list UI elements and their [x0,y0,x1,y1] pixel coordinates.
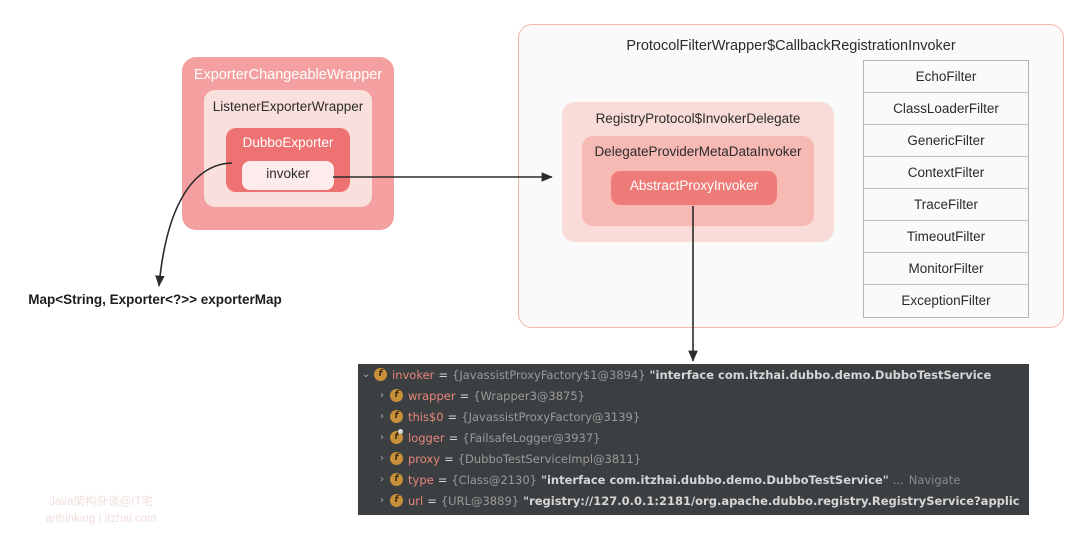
filter-item: ContextFilter [864,157,1028,189]
field-value: {Wrapper3@3875} [473,388,585,403]
field-name: type [408,472,434,487]
filter-item: TraceFilter [864,189,1028,221]
field-value: {JavassistProxyFactory@3139} [461,409,641,424]
chevron-right-icon[interactable]: › [380,473,384,485]
field-name: logger [408,430,445,445]
dubbo-exporter-label: DubboExporter [242,135,334,150]
field-icon: f [390,410,403,423]
field-icon: f [374,368,387,381]
equals-sign: = [448,430,459,445]
field-value: {JavassistProxyFactory$1@3894} [452,367,646,382]
registry-protocol-invoker-delegate-label: RegistryProtocol$InvokerDelegate [595,111,801,126]
filter-item: ClassLoaderFilter [864,93,1028,125]
filter-item: GenericFilter [864,125,1028,157]
equals-sign: = [438,367,449,382]
field-name: wrapper [408,388,456,403]
abstract-proxy-invoker-box: AbstractProxyInvoker [611,171,777,205]
chevron-right-icon[interactable]: › [380,410,384,422]
field-icon: f [390,452,403,465]
equals-sign: = [444,451,454,466]
navigate-link[interactable]: Navigate [908,472,961,487]
debug-row[interactable]: › f wrapper={Wrapper3@3875} [358,385,1029,406]
exporter-changeable-wrapper-label: ExporterChangeableWrapper [193,67,383,83]
field-icon: f [390,473,403,486]
equals-sign: = [459,388,470,403]
chevron-down-icon[interactable]: ⌄ [361,368,371,380]
exporter-map-caption: Map<String, Exporter<?>> exporterMap [28,292,282,307]
field-string-value: "interface com.itzhai.dubbo.demo.DubboTe… [541,472,889,487]
field-string-value: "registry://127.0.0.1:2181/org.apache.du… [523,493,1020,508]
field-name: proxy [408,451,441,466]
field-name: invoker [392,367,435,382]
chevron-right-icon[interactable]: › [380,494,384,506]
equals-sign: = [437,472,448,487]
debug-row[interactable]: › f this$0={JavassistProxyFactory@3139} [358,406,1029,427]
listener-exporter-wrapper-label: ListenerExporterWrapper [212,99,364,114]
chevron-right-icon[interactable]: › [380,389,384,401]
filter-item: EchoFilter [864,61,1028,93]
field-value: {Class@2130} [451,472,537,487]
invoker-field-label: invoker [266,166,310,181]
abstract-proxy-invoker-label: AbstractProxyInvoker [629,178,759,193]
equals-sign: = [447,409,458,424]
equals-sign: = [427,493,437,508]
field-value: {DubboTestServiceImpl@3811} [457,451,642,466]
field-name: this$0 [408,409,444,424]
field-value: {URL@3889} [440,493,520,508]
watermark-line-2: arthinking / itzhai.com [45,513,157,525]
field-icon: f [390,494,403,507]
debug-row[interactable]: ⌄f invoker={JavassistProxyFactory$1@3894}… [358,364,1029,385]
invoker-field-box: invoker [242,161,334,190]
value-ellipsis[interactable]: ... [892,472,904,487]
field-icon: f [390,429,403,444]
chevron-right-icon[interactable]: › [380,452,384,464]
watermark-line-1: Java架构杂谈@IT宅 [49,496,153,508]
watermark: Java架构杂谈@IT宅 arthinking / itzhai.com [16,494,186,528]
field-value: {FailsafeLogger@3937} [462,430,601,445]
filter-item: TimeoutFilter [864,221,1028,253]
field-name: url [408,493,424,508]
field-string-value: "interface com.itzhai.dubbo.demo.DubboTe… [649,367,992,382]
filter-item: ExceptionFilter [901,293,991,308]
field-icon: f [390,389,403,402]
protocol-filter-wrapper-label: ProtocolFilterWrapper$CallbackRegistrati… [626,38,956,54]
delegate-provider-metadata-invoker-label: DelegateProviderMetaDataInvoker [594,144,802,159]
filter-item: MonitorFilter [864,253,1028,285]
chevron-right-icon[interactable]: › [380,431,384,443]
